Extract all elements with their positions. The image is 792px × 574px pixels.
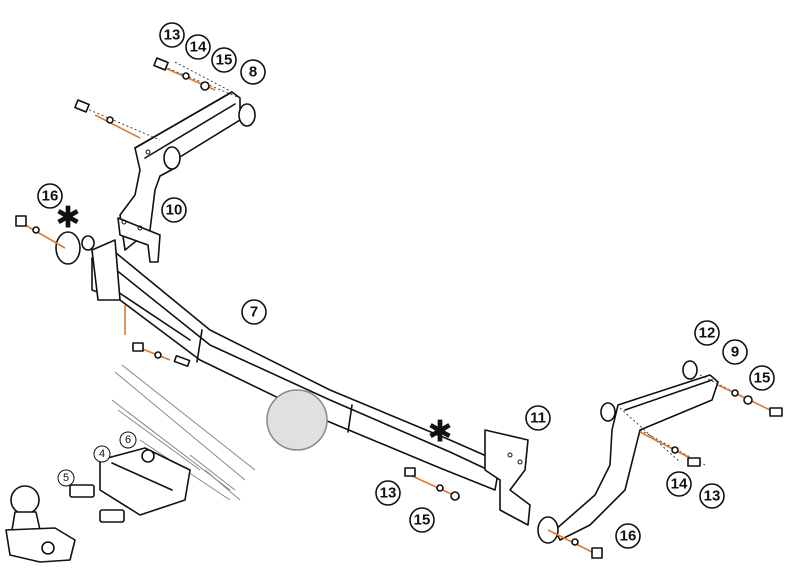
svg-text:12: 12 — [699, 325, 716, 342]
callout-15-right: 15 — [749, 365, 775, 391]
callout-15-top: 15 — [211, 47, 237, 73]
svg-text:13: 13 — [704, 488, 721, 505]
callout-14-top: 14 — [185, 34, 211, 60]
bracket-9 — [537, 360, 719, 544]
svg-text:13: 13 — [164, 27, 181, 44]
svg-text:11: 11 — [530, 410, 546, 427]
svg-text:14: 14 — [671, 476, 688, 493]
callout-13-bottom-left: 13 — [375, 480, 401, 506]
left-end-washer — [55, 231, 95, 265]
bracket-8 — [119, 91, 256, 251]
svg-text:14: 14 — [190, 39, 207, 56]
callout-13-right: 13 — [699, 483, 725, 509]
callout-10: 10 — [161, 197, 187, 223]
svg-text:9: 9 — [731, 344, 739, 361]
svg-text:16: 16 — [42, 188, 59, 205]
callout-4: 4 — [93, 445, 111, 463]
callout-15-bottom: 15 — [409, 507, 435, 533]
bracket-10 — [91, 217, 161, 301]
callout-5: 5 — [57, 469, 75, 487]
callout-16-left: 16 — [37, 183, 63, 209]
tow-ball-mount-position — [266, 389, 328, 451]
svg-text:8: 8 — [249, 64, 257, 81]
svg-text:15: 15 — [216, 52, 233, 69]
callout-12: 12 — [694, 320, 720, 346]
asterisk-marker-left: ✱ — [55, 201, 80, 236]
bracket-11 — [484, 429, 531, 526]
svg-text:16: 16 — [620, 528, 637, 545]
svg-text:5: 5 — [63, 472, 69, 484]
callout-7: 7 — [241, 299, 267, 325]
svg-text:13: 13 — [380, 485, 397, 502]
svg-text:15: 15 — [414, 512, 431, 529]
asterisk-marker-right: ✱ — [427, 415, 452, 450]
callout-14-right: 14 — [666, 471, 692, 497]
callout-9: 9 — [722, 339, 748, 365]
svg-text:15: 15 — [754, 370, 771, 387]
svg-text:10: 10 — [166, 202, 183, 219]
callout-13-top: 13 — [159, 22, 185, 48]
callout-11: 11 — [525, 405, 551, 431]
svg-text:4: 4 — [99, 448, 105, 460]
svg-text:7: 7 — [250, 304, 258, 321]
svg-text:6: 6 — [125, 434, 131, 446]
callout-6: 6 — [119, 431, 137, 449]
tow-ball-detail — [5, 447, 191, 563]
callout-16-right: 16 — [615, 523, 641, 549]
callout-8: 8 — [240, 59, 266, 85]
fasteners — [15, 57, 783, 559]
